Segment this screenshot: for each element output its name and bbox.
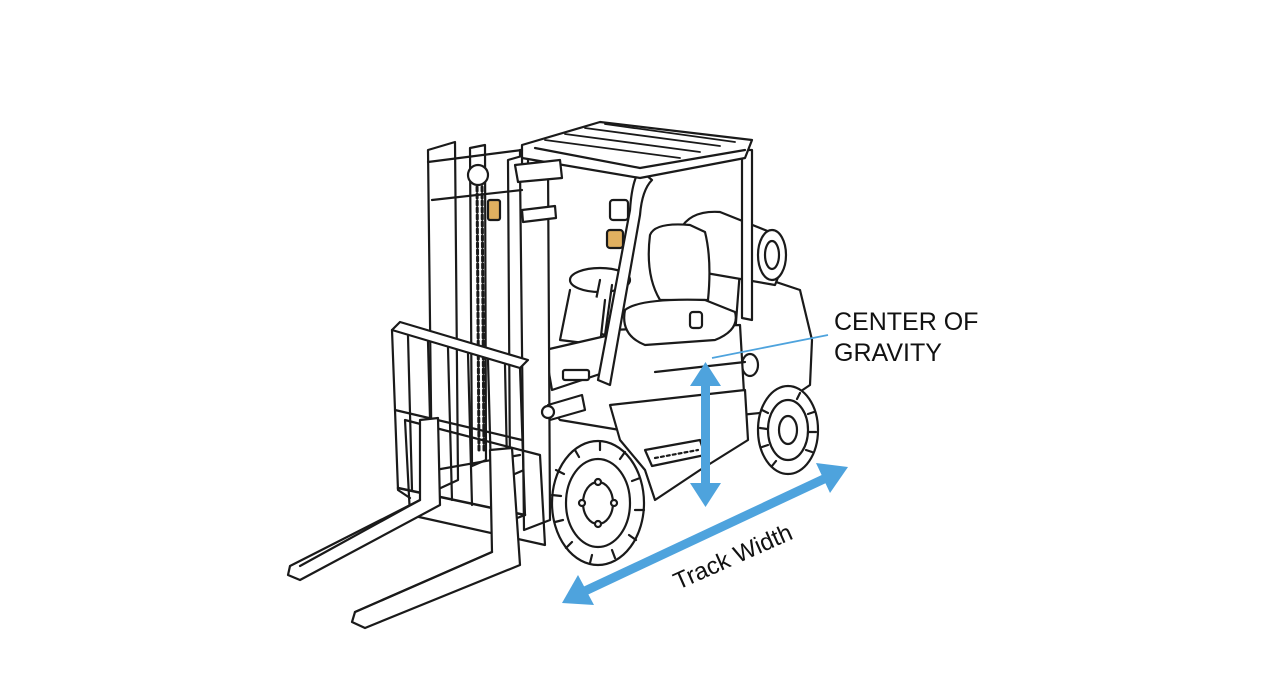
work-light-upper <box>608 198 630 222</box>
rear-wheel <box>756 384 820 476</box>
fork-left <box>286 416 442 582</box>
center-of-gravity-leader <box>711 334 829 359</box>
rear-light <box>740 352 760 378</box>
center-of-gravity-label-line2: GRAVITY <box>834 339 942 367</box>
fork-right <box>350 446 522 630</box>
work-light-lower <box>605 228 625 250</box>
overhead-front-post <box>596 168 654 387</box>
work-light-mast <box>486 198 502 222</box>
track-width-arrow <box>562 463 848 605</box>
front-wheel <box>550 439 646 567</box>
center-of-gravity-arrow <box>690 362 721 507</box>
forklift-icon <box>286 120 820 630</box>
fork-carriage <box>403 418 547 547</box>
overhead-rear-post <box>740 148 754 322</box>
operator-seat <box>623 223 737 347</box>
track-width-label: Track Width <box>669 519 796 595</box>
center-of-gravity-label-line1: CENTER OF <box>834 308 978 336</box>
